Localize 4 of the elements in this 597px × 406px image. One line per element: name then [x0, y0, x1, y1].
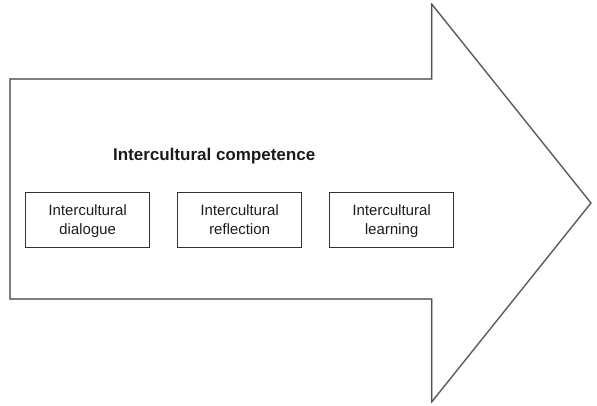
heading-text: Intercultural competence [113, 145, 316, 165]
text-box: Intercultural reflection [177, 192, 302, 248]
text-box: Intercultural learning [329, 192, 454, 248]
text-box: Intercultural dialogue [25, 192, 150, 248]
